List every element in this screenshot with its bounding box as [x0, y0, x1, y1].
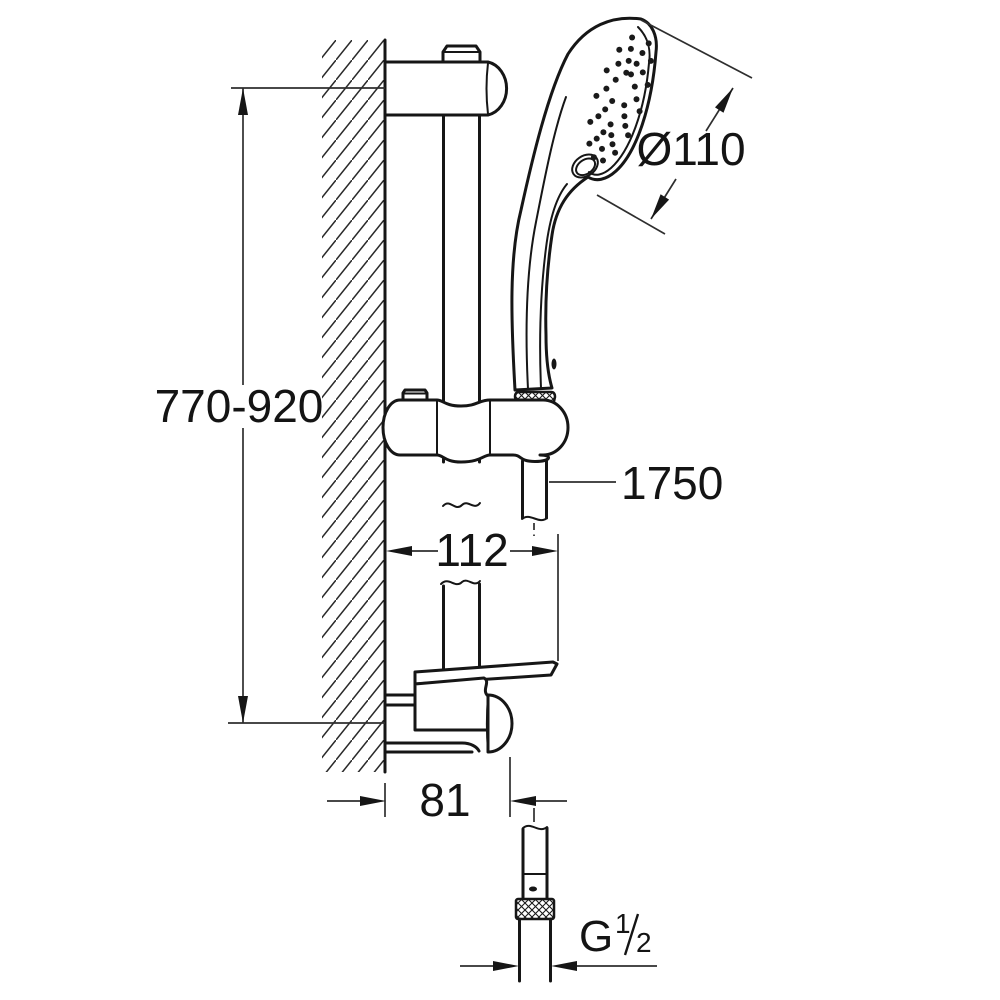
spray-dots: [586, 34, 654, 164]
dim-rail-height-label: 770-920: [155, 380, 324, 432]
dim-wall-to-hose-label: 112: [435, 524, 508, 576]
hand-shower-silhouette: [510, 16, 658, 392]
hose-end-dot: [529, 886, 537, 892]
bottom-bracket-cap-edge: [485, 695, 489, 752]
dim-wall-to-hose: 112: [386, 524, 559, 661]
dim-head-diameter-label: Ø110: [636, 123, 745, 175]
dim-hose-length: 1750: [549, 457, 723, 509]
handle-inner-line-left: [525, 96, 567, 390]
soap-dish: [413, 660, 559, 686]
slider-holder: [381, 388, 570, 464]
dim-rail-height: 770-920: [155, 87, 385, 724]
bottom-bracket-lower-arm: [383, 741, 481, 754]
grip-notch: [551, 358, 557, 370]
hose-nut-lower: [514, 897, 556, 921]
rail-break-upper: [442, 502, 481, 508]
top-bracket-cap-edge: [485, 62, 489, 115]
bottom-bracket: [383, 676, 514, 754]
thread-g-label: G: [579, 912, 613, 961]
dim-wall-to-bracket-label: 81: [419, 774, 470, 826]
top-bracket: [383, 44, 509, 117]
dim-hose-length-label: 1750: [621, 457, 723, 509]
bottom-bracket-cap: [486, 693, 514, 754]
hose-break: [521, 515, 548, 522]
rail-break-lower: [440, 579, 481, 586]
hose-end-assembly: [514, 808, 556, 983]
shower-hose-upper: [521, 459, 548, 536]
rail-top-cap: [441, 44, 482, 64]
thread-denominator: 2: [636, 927, 652, 958]
slider-body: [381, 398, 570, 464]
bottom-bracket-upper-arm: [383, 693, 417, 707]
shower-rail: [440, 113, 481, 670]
dim-thread: G 1 2: [460, 908, 657, 971]
top-bracket-arm: [383, 60, 509, 117]
hand-shower: [510, 16, 658, 412]
dim-wall-to-bracket: 81: [327, 757, 567, 826]
bottom-bracket-body: [413, 676, 490, 732]
wall-hatch: [322, 40, 385, 772]
handle-inner-line-right: [539, 183, 568, 389]
dim-head-diameter: Ø110: [596, 19, 753, 235]
connection-pipe: [518, 917, 552, 983]
wall: [322, 38, 387, 774]
thread-fraction-slash: [623, 913, 640, 956]
hose-end-piece: [521, 824, 549, 900]
thread-numerator: 1: [615, 908, 631, 939]
